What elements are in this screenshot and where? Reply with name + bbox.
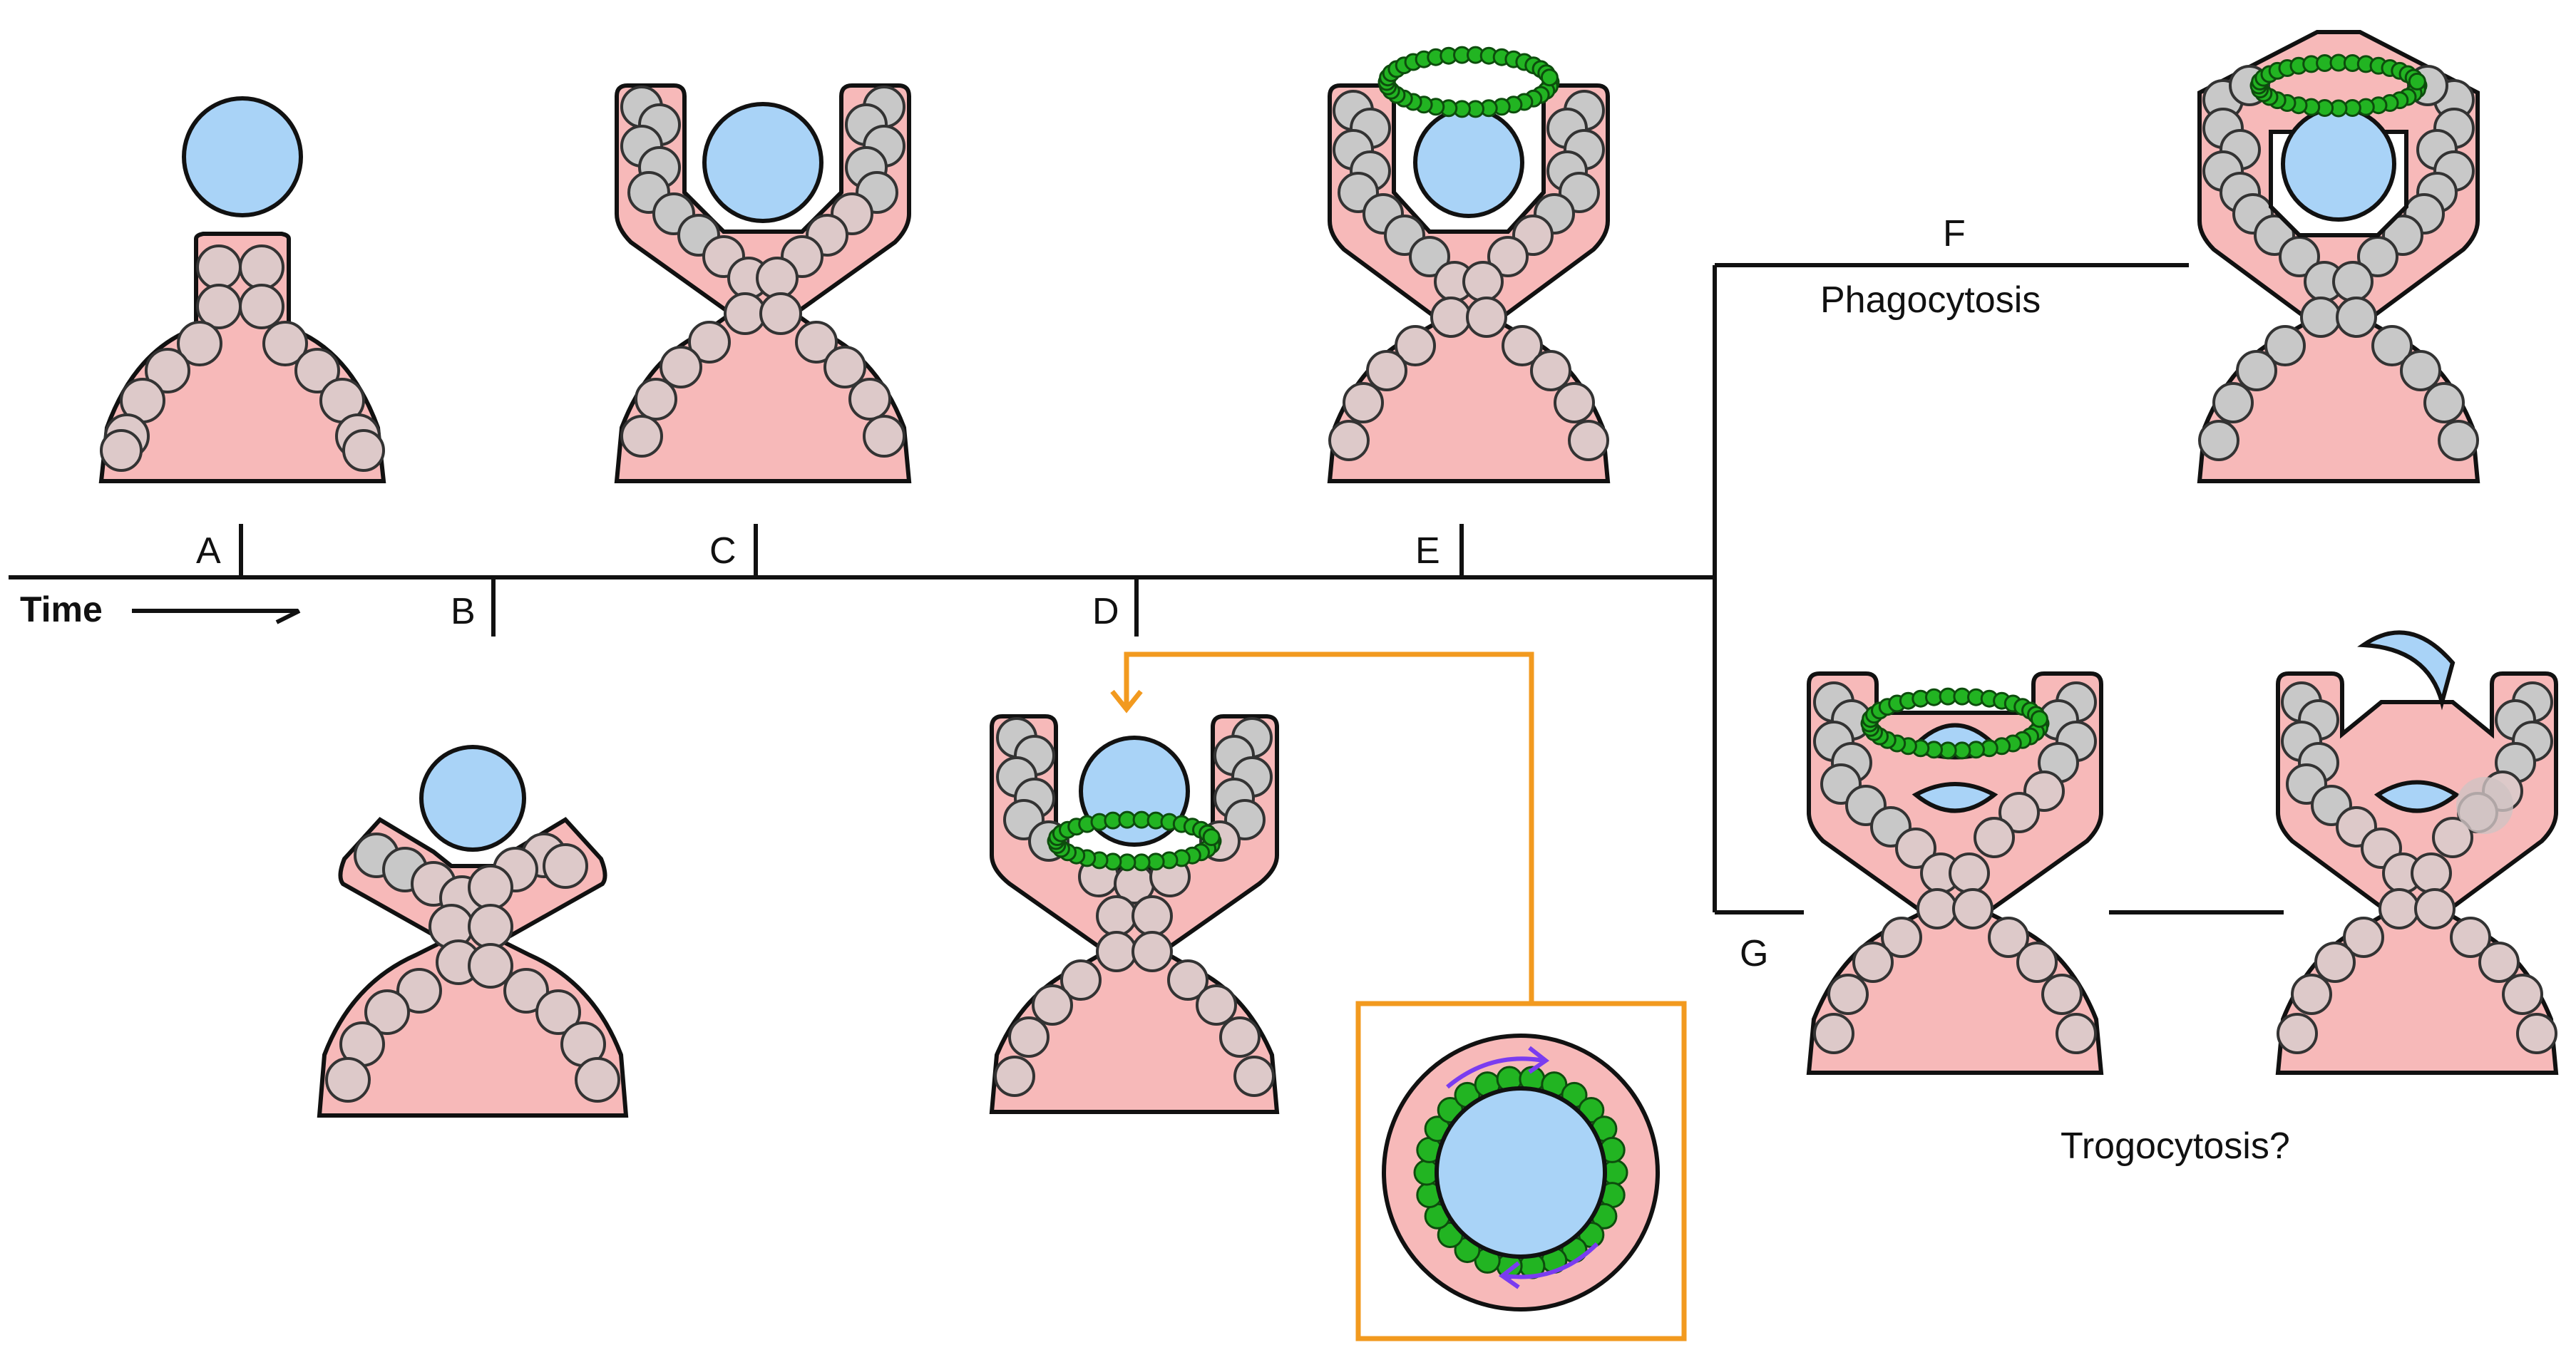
cell-g1 [1806, 671, 2104, 1075]
phagocytosis-label: Phagocytosis [1820, 279, 2041, 321]
ring-bead [1540, 68, 1559, 87]
actin-cluster [325, 833, 620, 1103]
target-fragment-internal [2374, 780, 2460, 813]
label-c: C [709, 530, 737, 572]
label-e: E [1415, 530, 1440, 572]
rotation-arrowhead-bottom [1498, 1261, 1520, 1289]
rotation-arrow-top-icon [1446, 1056, 1544, 1089]
actin-cluster [100, 244, 385, 472]
label-g: G [1740, 933, 1768, 974]
actin-cluster [2198, 65, 2479, 461]
target-particle [702, 102, 823, 223]
target-fragment-lower [1912, 782, 1998, 813]
label-b: B [451, 591, 476, 632]
cell-d [989, 714, 1280, 1114]
rotation-arrow-bottom-icon [1504, 1242, 1599, 1279]
rotation-arrowhead-top [1528, 1046, 1550, 1074]
target-particle [2281, 106, 2396, 222]
cell-body [98, 232, 386, 483]
inset-frame [1355, 1001, 1687, 1341]
actin-cluster [620, 86, 905, 458]
cell-e [1327, 46, 1611, 483]
zoom-connector [1110, 651, 1534, 1004]
ring-bead [1118, 810, 1136, 829]
target-particle [182, 96, 303, 217]
contractile-ring [1047, 810, 1222, 872]
actin-cluster [1328, 90, 1609, 461]
actin-cluster [1813, 681, 2097, 1054]
cell-a [98, 96, 386, 483]
target-fragment-released [2357, 630, 2456, 711]
target-particle [1413, 107, 1524, 218]
contractile-ring [1377, 46, 1560, 118]
ring-bead [2408, 72, 2426, 91]
timeline [9, 263, 2284, 914]
actin-cluster [994, 717, 1275, 1097]
ring-bead [2030, 710, 2048, 728]
contractile-ring [1860, 687, 2050, 760]
actin-cluster [2277, 681, 2557, 1054]
cell-c [614, 83, 912, 483]
target-particle [419, 745, 526, 852]
label-f: F [1943, 213, 1966, 254]
trogocytosis-label: Trogocytosis? [2061, 1125, 2290, 1167]
cell-b [317, 745, 629, 1118]
inset-target [1435, 1086, 1607, 1259]
time-arrow-icon [132, 609, 301, 624]
down-arrow-icon [1110, 689, 1143, 713]
ring-bead [1202, 828, 1221, 846]
label-a: A [196, 530, 221, 572]
membrane-fusion-spot [2456, 777, 2513, 834]
cell-f [2197, 30, 2480, 483]
cell-g2 [2275, 630, 2559, 1075]
ring-bead [1132, 853, 1151, 872]
label-d: D [1092, 591, 1119, 632]
time-label: Time [20, 589, 103, 629]
contractile-ring [2249, 53, 2428, 118]
inset-cross-section [1355, 1001, 1687, 1341]
